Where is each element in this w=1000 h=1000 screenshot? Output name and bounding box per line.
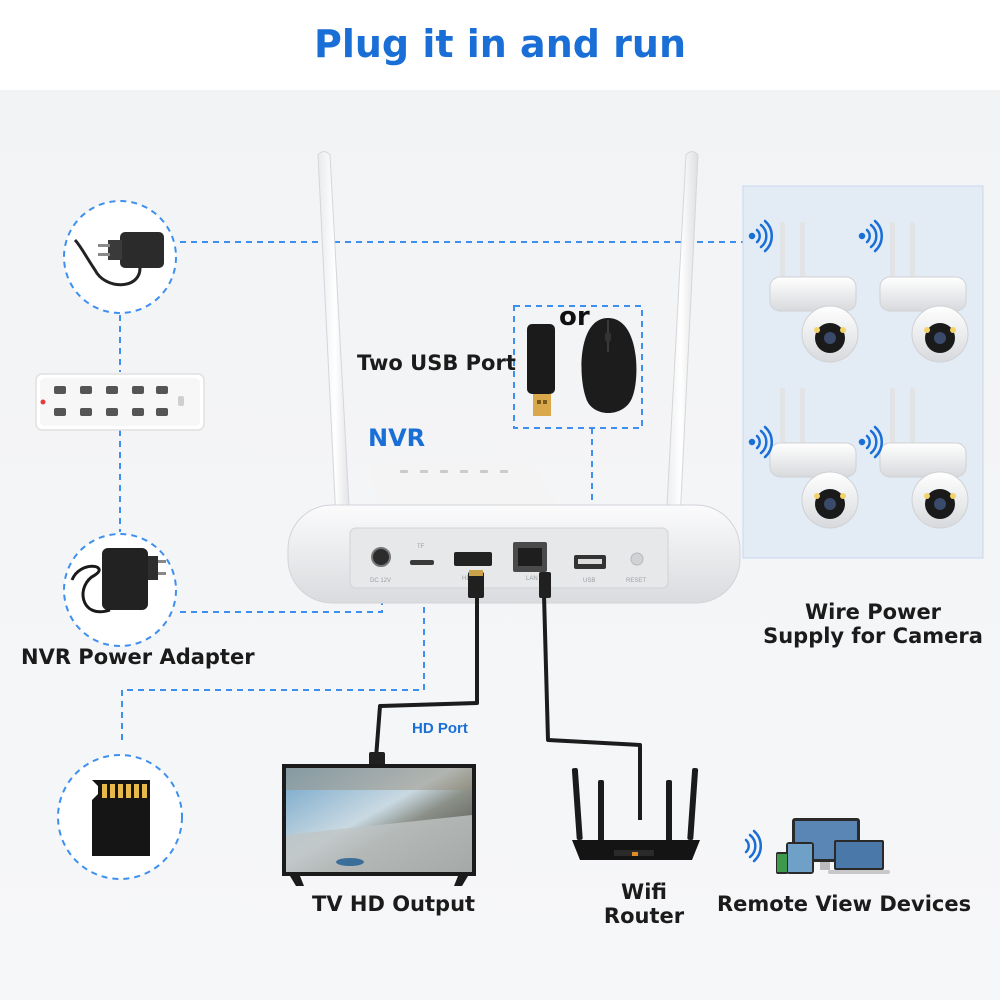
camera-1	[769, 222, 859, 363]
dashed-line-nvr-adapter-to-dc	[180, 575, 383, 613]
usb-accessory-box	[513, 305, 643, 429]
camera-3	[769, 388, 859, 529]
port-tag-reset: RESET	[626, 578, 646, 584]
wifi-signal-icon	[744, 829, 763, 863]
remote-devices-icon	[776, 818, 890, 874]
wire-power-label-line1: Wire Power	[804, 600, 942, 624]
nvr-antenna-right	[663, 151, 699, 561]
hdmi-cable	[374, 595, 479, 759]
camera-4	[879, 388, 969, 529]
two-usb-port-label: Two USB Port	[357, 351, 516, 375]
nvr-antenna-left	[317, 151, 353, 561]
dashed-line-sd-to-tf	[121, 575, 425, 740]
hdmi-plug-tv	[369, 752, 385, 766]
sd-card-icon	[57, 754, 183, 880]
hd-port-label: HD Port	[412, 720, 468, 737]
wifi-signal-icon	[858, 425, 884, 459]
nvr-device: DC 12V TF HDMI LAN USB RESET	[287, 462, 741, 604]
wifi-signal-icon	[858, 219, 884, 253]
power-strip-icon	[35, 373, 205, 431]
nvr-power-adapter-label: NVR Power Adapter	[21, 645, 255, 669]
wire-power-label-line2: Supply for Camera	[763, 624, 983, 648]
wifi-router-label-line2: Router	[603, 904, 685, 928]
camera-2	[879, 222, 969, 363]
tv-icon	[282, 764, 476, 886]
port-tag-tf: TF	[417, 544, 425, 550]
port-tag-usb: USB	[583, 578, 595, 584]
or-label: or	[559, 302, 590, 332]
wifi-signal-icon	[748, 219, 774, 253]
remote-view-devices-label: Remote View Devices	[717, 892, 972, 916]
port-tag-dc: DC 12V	[370, 578, 391, 584]
wifi-signal-icon	[748, 425, 774, 459]
dashed-connections	[119, 241, 745, 740]
lan-plug	[539, 572, 551, 598]
wifi-router-label: Wifi Router	[590, 880, 698, 928]
wifi-router-icon	[571, 768, 700, 860]
nvr-power-adapter-icon	[63, 533, 177, 647]
lan-cable	[542, 594, 642, 820]
usb-stick-icon	[527, 324, 555, 416]
nvr-label: NVR	[368, 424, 426, 452]
wire-power-label: Wire Power Supply for Camera	[760, 600, 986, 648]
mouse-icon	[581, 318, 637, 413]
hdmi-plug-tip	[469, 570, 483, 576]
wifi-router-label-line1: Wifi	[621, 880, 667, 904]
page-title: Plug it in and run	[313, 22, 687, 66]
power-adapter-top-icon	[63, 200, 177, 314]
tv-hd-output-label: TV HD Output	[312, 892, 476, 916]
port-tag-lan: LAN	[526, 576, 538, 582]
hdmi-plug	[468, 572, 484, 598]
